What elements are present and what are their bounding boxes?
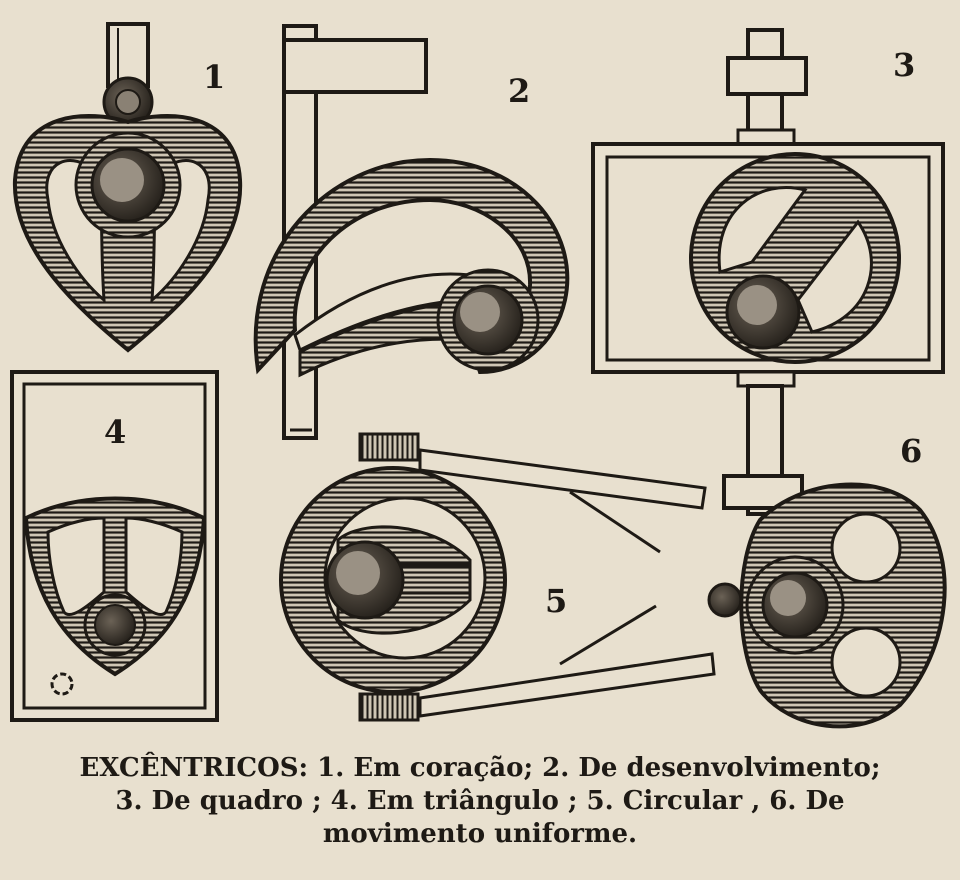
figure-number-3: 3 [893,46,915,84]
figure-number-4: 4 [104,413,126,451]
frame-eccentric-figure [591,28,945,516]
figure-caption: EXCÊNTRICOS: 1. Em coração; 2. De desenv… [0,752,960,851]
heart-eccentric-figure [12,22,243,353]
figure-number-2: 2 [508,72,530,110]
figure-number-1: 1 [203,58,225,96]
figure-number-6: 6 [900,432,922,470]
development-eccentric-figure [253,24,570,440]
caption-line-2: 3. De quadro ; 4. Em triângulo ; 5. Circ… [115,786,845,816]
triangular-eccentric-figure [10,370,219,722]
figure-number-5: 5 [545,582,567,620]
caption-line-1: EXCÊNTRICOS: 1. Em coração; 2. De desenv… [79,753,881,783]
circular-eccentric-figure [279,432,716,722]
caption-line-3: movimento uniforme. [322,819,638,849]
uniform-motion-eccentric-figure [707,482,947,729]
